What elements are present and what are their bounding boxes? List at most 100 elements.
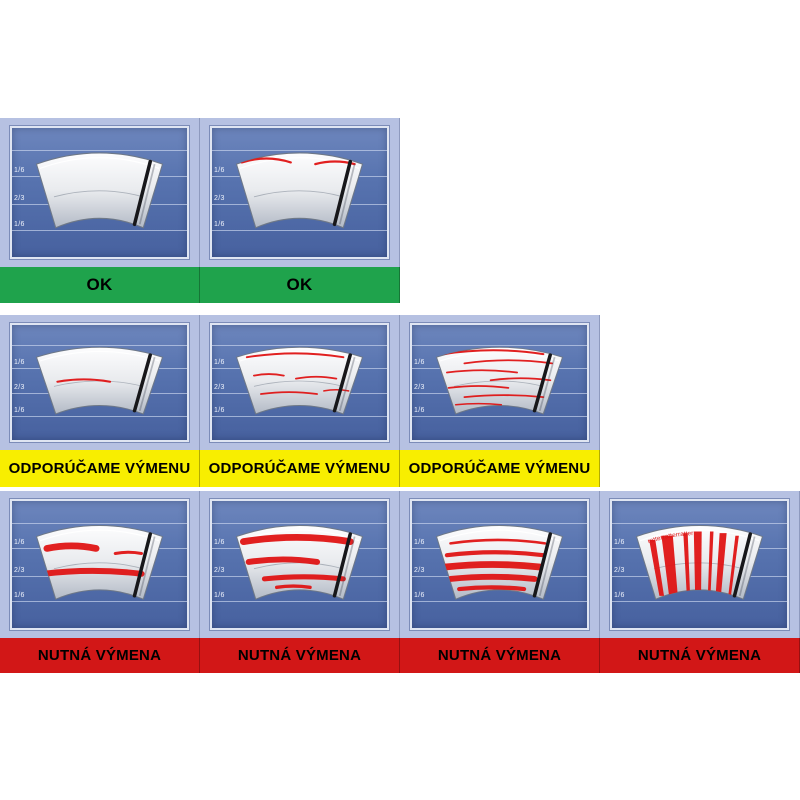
wear-streak [454, 402, 503, 406]
scale-mark: 1/6 [214, 406, 225, 414]
scale-mark: 1/6 [414, 406, 425, 414]
chatter-band [683, 533, 690, 593]
wiper-blade-shadow [338, 536, 356, 597]
status-label: ODPORÚČAME VÝMENU [0, 450, 200, 487]
wear-streak [447, 573, 538, 582]
scale-mark: 1/6 [214, 538, 225, 546]
scale-mark: 1/6 [414, 592, 425, 600]
sweep-sheen-line [53, 562, 144, 570]
sweep-sheen-line [53, 190, 144, 198]
wiper-blade [732, 532, 752, 598]
sweep-top-highlight [439, 350, 560, 362]
scale-line [212, 415, 387, 417]
wear-streak [489, 377, 552, 382]
status-label: ODPORÚČAME VÝMENU [400, 450, 600, 487]
scale-line [412, 522, 587, 524]
sweep-area [35, 152, 164, 229]
scale-line [212, 229, 387, 231]
scale-mark: 2/3 [214, 383, 225, 391]
chatter-band [707, 531, 714, 593]
scale-line [12, 229, 187, 231]
status-label: OK [200, 267, 400, 303]
status-label: NUTNÁ VÝMENA [600, 638, 800, 673]
wear-streak [240, 534, 354, 546]
scale-mark: 1/6 [14, 406, 25, 414]
wiper-sweep-illustration [235, 525, 364, 600]
chatter-band [715, 533, 727, 595]
sweep-top-highlight [39, 350, 160, 362]
sweep-top-highlight [639, 529, 760, 542]
wiper-blade-shadow [138, 163, 156, 225]
scale-mark: 1/6 [214, 220, 225, 228]
wear-streak [245, 352, 345, 359]
wear-streak [323, 389, 350, 392]
wiper-blade-shadow [538, 357, 556, 412]
scale-line [12, 415, 187, 417]
wear-streak [261, 574, 346, 582]
wear-streak [447, 385, 510, 389]
scale-mark: 2/3 [14, 194, 25, 202]
wiper-blade [332, 532, 352, 598]
scale-mark: 1/6 [14, 538, 25, 546]
scale-mark: 1/6 [14, 166, 25, 174]
sweep-area [235, 152, 364, 229]
wiper-blade [332, 353, 352, 413]
sweep-top-highlight [39, 157, 160, 169]
wiper-sweep-illustration [35, 346, 164, 415]
sweep-area [235, 346, 364, 415]
scale-line [412, 415, 587, 417]
sweep-top-highlight [39, 529, 160, 542]
wear-streak [445, 369, 519, 374]
scale-mark: 2/3 [414, 383, 425, 391]
scale-line [412, 344, 587, 346]
scale-mark: 2/3 [414, 566, 425, 574]
wear-streak [252, 373, 285, 377]
wear-streak [259, 391, 319, 395]
wiper-sweep-illustration [435, 346, 564, 415]
wiper-blade [532, 353, 552, 413]
scale-line [12, 522, 187, 524]
wiper-sweep-illustration [35, 152, 164, 229]
scale-mark: 1/6 [214, 592, 225, 600]
wear-streak [56, 378, 112, 383]
wear-marks-layer [240, 534, 354, 590]
wiper-sweep-illustration [235, 346, 364, 415]
wear-streak [43, 542, 100, 552]
sweep-top-highlight [239, 529, 360, 542]
wear-streak [275, 584, 312, 590]
scale-mark: 1/6 [614, 538, 625, 546]
scale-mark: 2/3 [614, 566, 625, 574]
wiper-sweep-illustration [435, 525, 564, 600]
sweep-sheen-line [453, 380, 544, 387]
wear-marks-layer [56, 378, 112, 383]
status-label: NUTNÁ VÝMENA [200, 638, 400, 673]
status-label: NUTNÁ VÝMENA [400, 638, 600, 673]
scale-line [212, 601, 387, 603]
status-label: ODPORÚČAME VÝMENU [200, 450, 400, 487]
scale-mark: 1/6 [14, 358, 25, 366]
wiper-blade-shadow [338, 163, 356, 225]
sweep-top-highlight [439, 529, 560, 542]
wear-marks-layer [40, 542, 145, 577]
wear-streak [113, 550, 144, 555]
wear-marks-layer [245, 352, 350, 395]
wear-streak [457, 585, 527, 592]
scale-line [612, 522, 787, 524]
wear-streak [245, 556, 321, 565]
